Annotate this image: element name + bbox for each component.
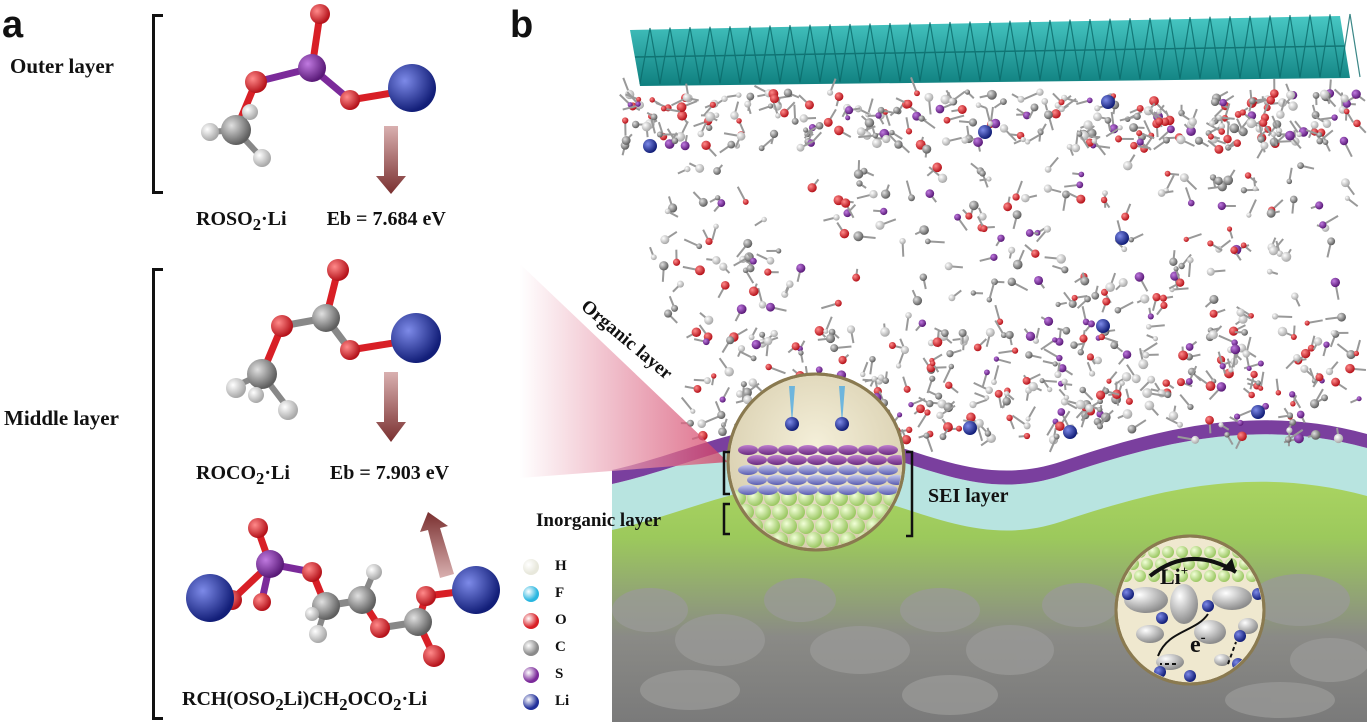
legend-label: S bbox=[555, 666, 564, 682]
legend-label: H bbox=[555, 558, 567, 574]
cathode-layer bbox=[630, 13, 1361, 86]
panel-b-letter: b bbox=[510, 4, 534, 46]
legend-item-li: Li bbox=[523, 693, 569, 710]
inorganic-layer-label: Inorganic layer bbox=[536, 510, 662, 531]
legend-label: O bbox=[555, 612, 567, 628]
arrow-down-1 bbox=[376, 126, 406, 194]
formula-rch-oso2li: RCH(OSO2Li)CH2OCO2·Li bbox=[182, 688, 428, 714]
middle-layer-label: Middle layer bbox=[4, 406, 119, 430]
legend-ball-c bbox=[523, 639, 539, 656]
legend-label: C bbox=[555, 639, 566, 655]
legend-item-s: S bbox=[523, 666, 563, 683]
arrow-up-3 bbox=[420, 512, 454, 578]
legend-ball-o bbox=[523, 612, 539, 629]
outer-layer-bracket bbox=[152, 14, 163, 194]
li-ion-label: Li+ bbox=[1160, 563, 1188, 589]
legend-item-o: O bbox=[523, 612, 567, 629]
electron-label: e- bbox=[1190, 630, 1206, 658]
layer-brackets bbox=[722, 450, 914, 538]
legend-ball-s bbox=[523, 666, 539, 683]
molecule-rch-oso2li-ch2oco2li bbox=[186, 518, 500, 667]
legend-label: Li bbox=[555, 693, 570, 709]
legend-item-h: H bbox=[523, 558, 567, 575]
legend-item-f: F bbox=[523, 585, 564, 602]
legend-ball-h bbox=[523, 558, 539, 575]
anode-particles bbox=[612, 574, 1367, 718]
eb-value-1: Eb = 7.684 eV bbox=[326, 208, 446, 230]
legend-label: F bbox=[555, 585, 565, 601]
legend-item-c: C bbox=[523, 639, 566, 656]
outer-layer-label: Outer layer bbox=[10, 54, 114, 78]
sei-zoom-circle bbox=[726, 372, 906, 552]
magnification-wedge bbox=[520, 264, 728, 478]
panel-a-molecules bbox=[186, 4, 500, 667]
molecule-roco2li bbox=[226, 259, 441, 420]
legend-ball-li bbox=[523, 693, 539, 710]
arrow-down-2 bbox=[376, 372, 406, 442]
electrolyte-molecules bbox=[619, 77, 1367, 453]
legend-ball-f bbox=[523, 585, 539, 602]
panel-a-letter: a bbox=[2, 4, 24, 46]
middle-layer-bracket bbox=[152, 268, 163, 720]
molecule-roso2li bbox=[201, 4, 436, 167]
anode-zoom-circle bbox=[1114, 534, 1266, 686]
sei-layer-label: SEI layer bbox=[928, 485, 1009, 507]
eb-value-2: Eb = 7.903 eV bbox=[329, 462, 450, 484]
